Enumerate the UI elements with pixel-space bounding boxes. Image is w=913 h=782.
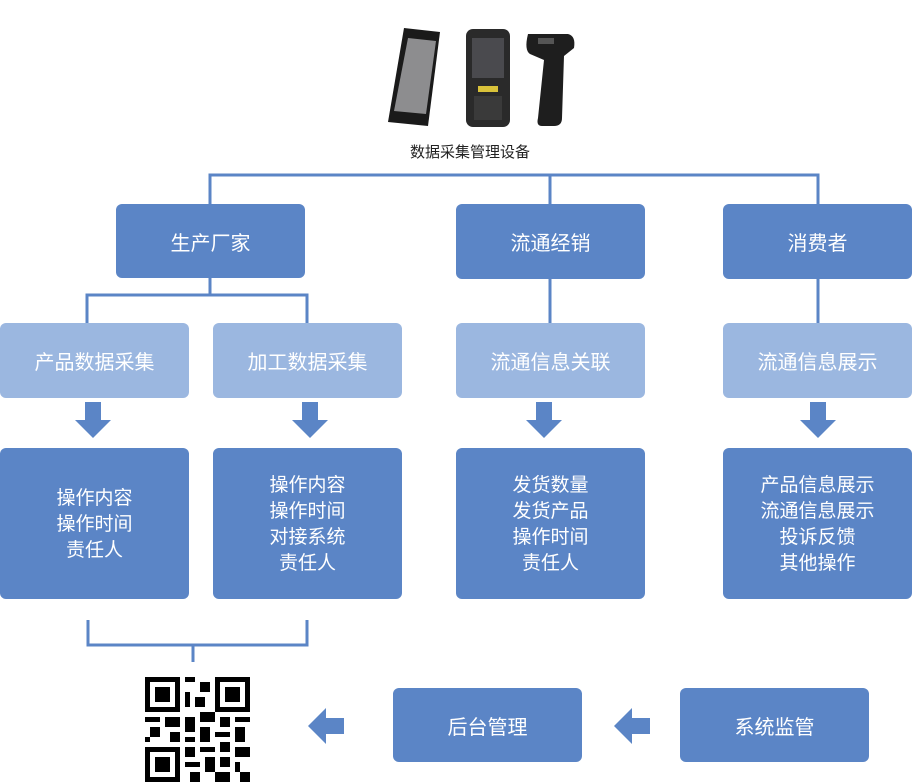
backend-box: 后台管理: [393, 688, 582, 762]
manufacturer-box: 生产厂家: [116, 204, 305, 278]
consumer-details-box: 产品信息展示 流通信息展示 投诉反馈 其他操作: [723, 448, 912, 599]
qr-code-icon: [145, 677, 250, 782]
detail-item: 产品信息展示: [760, 473, 875, 496]
detail-item: 责任人: [278, 551, 336, 574]
detail-item: 操作时间: [56, 512, 133, 535]
process-details-box: 操作内容 操作时间 对接系统 责任人: [213, 448, 402, 599]
detail-item: 发货数量: [512, 473, 589, 496]
detail-item: 其他操作: [779, 551, 856, 574]
process-collect-box: 加工数据采集: [213, 323, 402, 398]
circulation-link-box: 流通信息关联: [456, 323, 645, 398]
product-collect-box: 产品数据采集: [0, 323, 189, 398]
distribution-box: 流通经销: [456, 204, 645, 279]
devices-caption: 数据采集管理设备: [409, 143, 530, 161]
detail-item: 流通信息展示: [760, 499, 875, 522]
top-connector: [208, 173, 820, 204]
down-arrow-icon: [292, 402, 328, 438]
distribution-details-box: 发货数量 发货产品 操作时间 责任人: [456, 448, 645, 599]
detail-item: 发货产品: [512, 499, 589, 522]
detail-item: 责任人: [521, 551, 579, 574]
manufacturer-left-branch: [85, 278, 212, 323]
manufacturer-right-branch: [210, 293, 309, 323]
detail-item: 对接系统: [269, 525, 346, 548]
consumer-box: 消费者: [723, 204, 912, 279]
barcode-scanner-icon: [526, 34, 575, 126]
detail-item: 操作时间: [512, 525, 589, 548]
handheld-pda-icon: [466, 29, 510, 127]
down-arrow-icon: [75, 402, 111, 438]
detail-item: 操作内容: [269, 473, 346, 496]
detail-item: 操作内容: [56, 486, 133, 509]
detail-item: 操作时间: [269, 499, 346, 522]
left-arrow-icon: [308, 708, 344, 744]
down-arrow-icon: [526, 402, 562, 438]
down-arrow-icon: [800, 402, 836, 438]
detail-item: 责任人: [65, 538, 123, 561]
smartphone-icon: [388, 28, 440, 126]
detail-item: 投诉反馈: [779, 525, 856, 548]
circulation-show-box: 流通信息展示: [723, 323, 912, 398]
bottom-bracket: [86, 620, 309, 647]
monitor-box: 系统监管: [680, 688, 869, 762]
product-details-box: 操作内容 操作时间 责任人: [0, 448, 189, 599]
left-arrow-icon: [614, 708, 650, 744]
devices-illustration: [388, 28, 575, 127]
